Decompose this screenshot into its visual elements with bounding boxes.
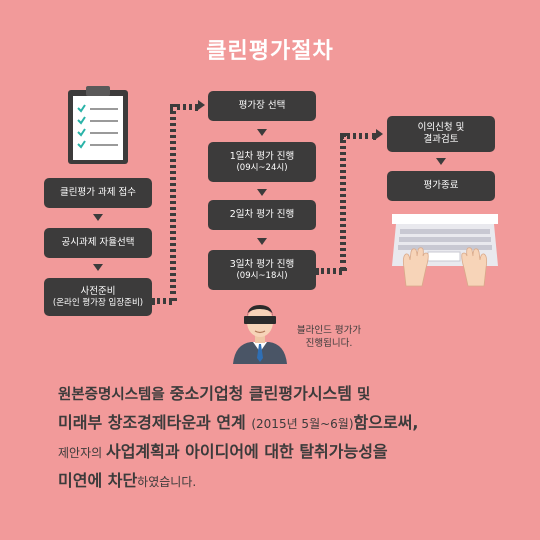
description-text: 원본증명시스템을 (58, 387, 170, 403)
step-day2-label: 2일차 평가 진행 (229, 209, 295, 221)
step-review-label: 결과검토 (423, 134, 459, 145)
step-self-select: 공시과제 자율선택 (44, 228, 152, 258)
step-appeal-review: 이의신청 및 결과검토 (387, 116, 495, 152)
page-title: 클린평가절차 (206, 39, 334, 64)
step-task-receipt-label: 클린평가 과제 접수 (60, 187, 136, 199)
dotted-connector (170, 104, 198, 110)
description-text: 및 (352, 387, 371, 403)
blind-caption-line2: 진행됩니다. (305, 337, 353, 349)
arrow-down-icon (93, 264, 103, 271)
description-line-4: 미연에 차단하였습니다. (58, 467, 498, 496)
clipboard-checklist-icon (68, 86, 128, 164)
step-venue-select: 평가장 선택 (208, 91, 316, 121)
blind-caption-line1: 블라인드 평가가 (296, 325, 362, 336)
description-highlight: 미연에 차단 (58, 471, 138, 490)
arrow-down-icon (257, 189, 267, 196)
dotted-connector (152, 298, 172, 304)
description-text: 제안자의 (58, 446, 106, 460)
step-self-select-label: 공시과제 자율선택 (61, 237, 135, 249)
step-day1-label: 1일차 평가 진행 (229, 150, 295, 162)
description-highlight: 중소기업청 클린평가시스템 (169, 384, 352, 403)
arrow-right-icon (198, 100, 205, 110)
arrow-down-icon (93, 214, 103, 221)
dotted-connector (170, 104, 176, 301)
description-paragraph: 원본증명시스템을 중소기업청 클린평가시스템 및 미래부 창조경제타운과 연계 … (58, 380, 498, 496)
step-day1-time: (09시~24시) (236, 162, 288, 173)
step-preparation: 사전준비 (온라인 평가장 입장준비) (44, 278, 152, 316)
step-day3: 3일차 평가 진행 (09시~18시) (208, 250, 316, 290)
description-text: 하였습니다. (137, 475, 197, 489)
step-day1: 1일차 평가 진행 (09시~24시) (208, 142, 316, 182)
description-highlight: 미래부 창조경제타운과 연계 (58, 413, 252, 432)
step-preparation-label: 사전준비 (80, 285, 116, 297)
description-line-3: 제안자의 사업계획과 아이디어에 대한 탈취가능성을 (58, 438, 498, 467)
arrow-down-icon (257, 238, 267, 245)
step-venue-select-label: 평가장 선택 (238, 100, 286, 112)
laptop-typing-icon (392, 214, 498, 287)
step-task-receipt: 클린평가 과제 접수 (44, 178, 152, 208)
arrow-down-icon (436, 158, 446, 165)
arrow-down-icon (257, 129, 267, 136)
dotted-connector (316, 268, 342, 274)
description-line-2: 미래부 창조경제타운과 연계 (2015년 5월~6월)함으로써, (58, 409, 498, 438)
step-day2: 2일차 평가 진행 (208, 200, 316, 230)
description-line-1: 원본증명시스템을 중소기업청 클린평가시스템 및 (58, 380, 498, 409)
description-highlight: 사업계획과 아이디어에 대한 탈취가능성을 (105, 442, 388, 461)
dotted-connector (340, 133, 376, 139)
description-date: (2015년 5월~6월) (251, 417, 354, 431)
step-preparation-sublabel: (온라인 평가장 입장준비) (52, 297, 144, 308)
step-appeal-label: 이의신청 및 (417, 122, 465, 134)
step-day3-time: (09시~18시) (236, 270, 288, 281)
blindfolded-person-icon (233, 305, 287, 364)
description-highlight: 함으로써, (353, 413, 419, 432)
dotted-connector (340, 133, 346, 271)
step-day3-label: 3일차 평가 진행 (229, 258, 295, 270)
step-end-label: 평가종료 (423, 180, 459, 192)
blind-evaluation-caption: 블라인드 평가가 진행됩니다. (284, 325, 374, 351)
step-end: 평가종료 (387, 171, 495, 201)
arrow-right-icon (376, 129, 383, 139)
